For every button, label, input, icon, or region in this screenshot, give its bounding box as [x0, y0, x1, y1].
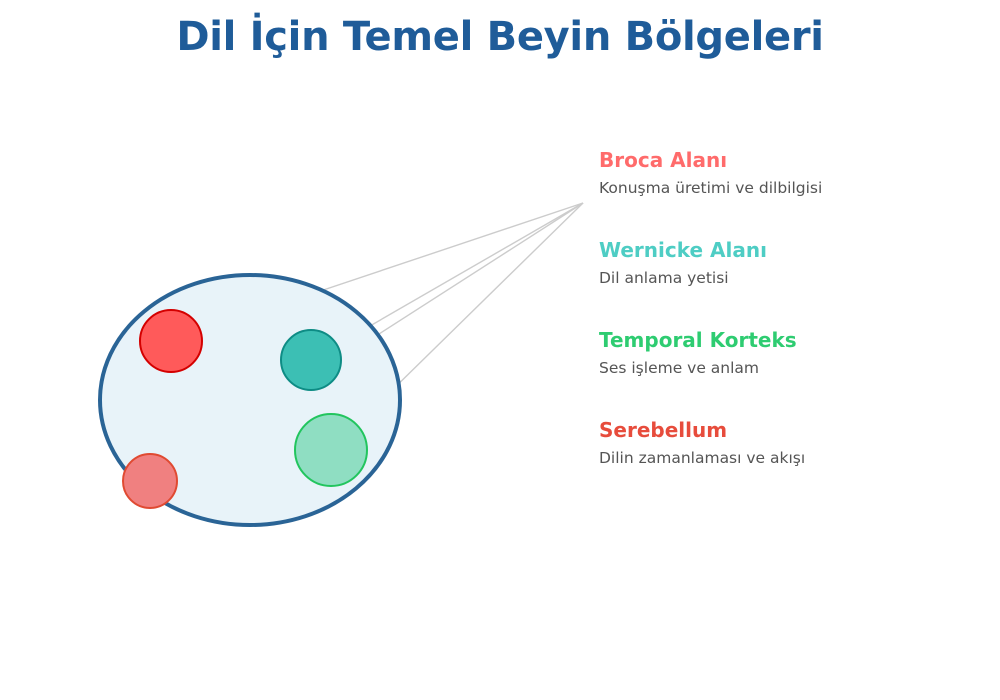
legend-item-temporal[interactable]: Temporal Korteks Ses işleme ve anlam [599, 328, 939, 379]
legend-description-serebellum: Dilin zamanlaması ve akışı [599, 449, 806, 467]
legend-description-temporal: Ses işleme ve anlam [599, 359, 760, 377]
legend-item-broca[interactable]: Broca Alanı Konuşma üretimi ve dilbilgis… [599, 148, 939, 199]
legend-title-wernicke: Wernicke Alanı [599, 238, 767, 262]
page-title: Dil İçin Temel Beyin Bölgeleri [176, 14, 824, 60]
legend-description-wernicke: Dil anlama yetisi [599, 269, 729, 287]
brain-region-circle-wernicke[interactable] [280, 329, 342, 391]
brain-region-circle-broca[interactable] [139, 309, 203, 373]
legend-description-broca: Konuşma üretimi ve dilbilgisi [599, 179, 823, 197]
legend-item-wernicke[interactable]: Wernicke Alanı Dil anlama yetisi [599, 238, 939, 289]
brain-region-circle-group [122, 309, 368, 509]
legend-item-serebellum[interactable]: Serebellum Dilin zamanlaması ve akışı [599, 418, 939, 469]
legend-title-broca: Broca Alanı [599, 148, 728, 172]
legend-title-temporal: Temporal Korteks [599, 328, 797, 352]
brain-region-circle-temporal[interactable] [294, 413, 368, 487]
legend-title-serebellum: Serebellum [599, 418, 728, 442]
brain-region-circle-serebellum[interactable] [122, 453, 178, 509]
